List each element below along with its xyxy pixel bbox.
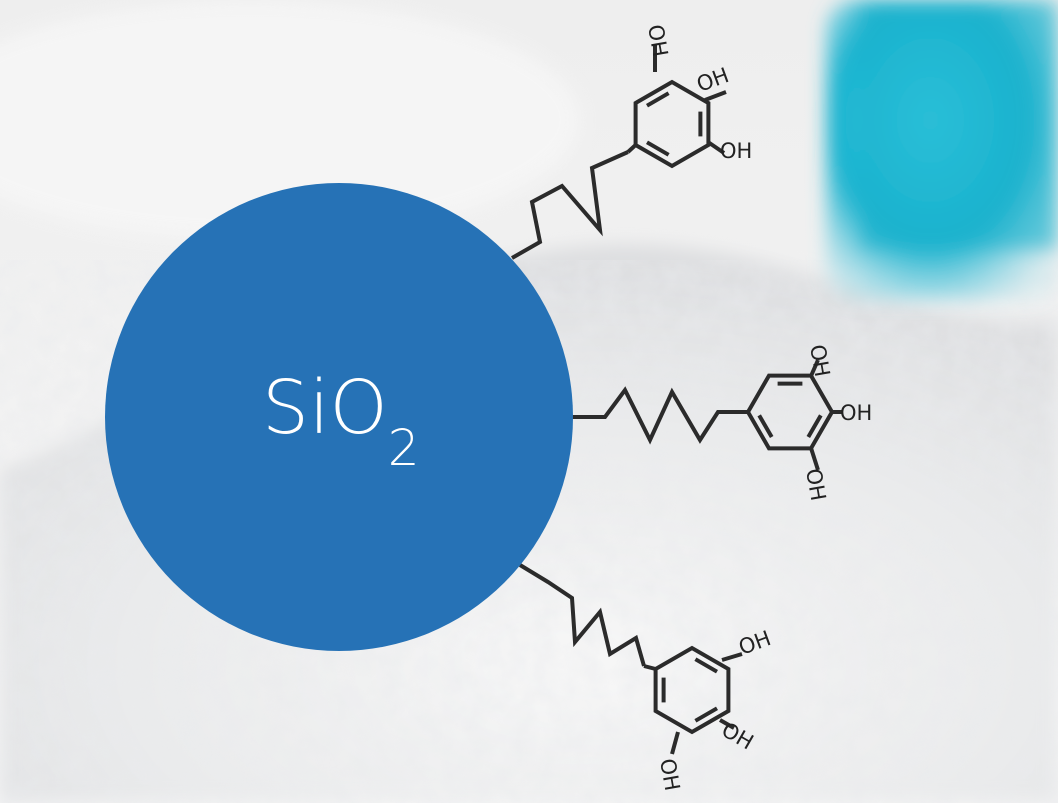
alkyl-chain: [518, 563, 646, 667]
hydroxyl-label: OH: [720, 139, 752, 163]
double-bond: [694, 706, 719, 723]
hydroxyl-bond: [706, 140, 726, 155]
hydroxyl-bond: [809, 447, 820, 471]
alkyl-chain: [570, 386, 746, 445]
hydroxyl-bond: [670, 731, 680, 755]
hydroxyl-bond: [809, 359, 820, 377]
hydroxyl-label: OH: [643, 23, 672, 59]
hydroxyl-bond: [721, 652, 743, 662]
blue-container: [826, 0, 1058, 300]
double-bond: [645, 91, 670, 108]
hydroxyl-label: OH: [655, 757, 684, 793]
ring-connector: [643, 664, 657, 671]
particle-formula-main: SiO: [262, 365, 388, 451]
hydroxyl-bond: [704, 90, 727, 102]
double-bond: [806, 414, 823, 439]
hydroxyl-label: OH: [840, 401, 872, 425]
silica-particle: SiO2: [105, 183, 573, 651]
hydroxyl-label: OH: [801, 467, 830, 503]
double-bond: [757, 414, 774, 439]
double-bond: [694, 657, 719, 674]
particle-formula-subscript: 2: [388, 419, 420, 477]
particle-circle: [105, 183, 573, 651]
hydroxyl-bond: [719, 718, 735, 730]
alkyl-chain: [511, 150, 629, 260]
double-bond: [645, 140, 670, 157]
ring-connector: [626, 143, 637, 154]
particle-formula: SiO2: [262, 365, 420, 477]
hydroxyl-label: OH: [805, 343, 834, 379]
